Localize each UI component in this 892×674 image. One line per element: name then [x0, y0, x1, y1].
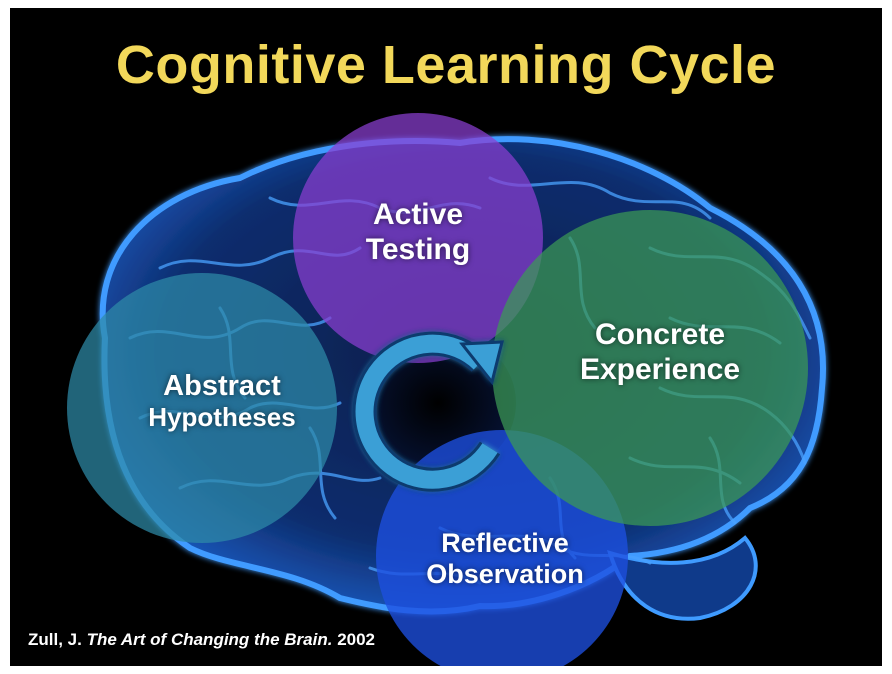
diagram-title: Cognitive Learning Cycle: [115, 35, 777, 95]
cycle-arrow-icon: [352, 331, 504, 492]
abstract-hypotheses-line2: Hypotheses: [148, 402, 296, 433]
slide: Cognitive Learning Cycle Active Testing …: [10, 8, 882, 666]
abstract-hypotheses-line1: Abstract: [163, 370, 281, 402]
citation-book: The Art of Changing the Brain.: [86, 630, 333, 649]
active-testing-line1: Active: [372, 198, 464, 231]
citation-year: 2002: [337, 630, 376, 649]
concrete-experience-circle: [492, 210, 808, 526]
brain-stem: [607, 535, 758, 621]
reflective-observation-line1: Reflective: [441, 528, 569, 558]
citation: Zull, J. The Art of Changing the Brain. …: [28, 630, 375, 650]
active-testing-line2: Testing: [365, 232, 471, 266]
citation-author: Zull, J.: [28, 630, 82, 649]
abstract-hypotheses-label: Abstract Hypotheses: [122, 370, 322, 433]
reflective-observation-line2: Observation: [426, 559, 584, 590]
active-testing-label: Active Testing: [328, 198, 508, 267]
concrete-experience-line2: Experience: [579, 352, 741, 386]
abstract-hypotheses-circle: [67, 273, 337, 543]
reflective-observation-label: Reflective Observation: [400, 528, 610, 590]
concrete-experience-label: Concrete Experience: [550, 318, 770, 387]
concrete-experience-line1: Concrete: [594, 318, 726, 351]
brain-diagram: [67, 113, 826, 666]
active-testing-circle: [293, 113, 543, 363]
